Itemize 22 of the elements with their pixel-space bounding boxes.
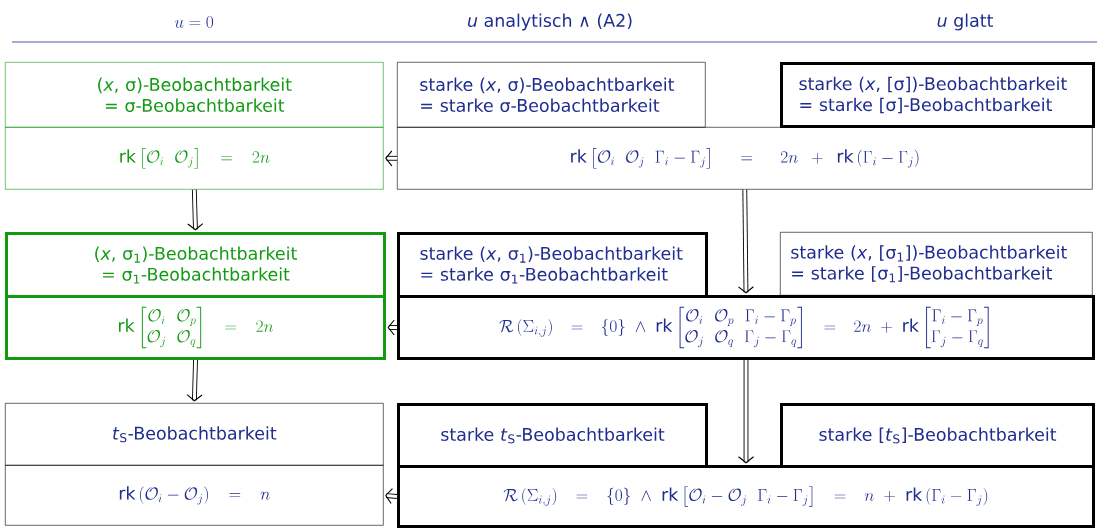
column-heading: u glatt (937, 13, 994, 31)
property-box: t$_{S}$-Beobachtbarkeit (5, 403, 384, 466)
property-box: starke (x, [σ])-Beobachtbarkeit = starke [σ]-Beobachtbarkeit (780, 62, 1095, 128)
property-box: starke (x, σ)-Beobachtbarkeit = starke σ-Beobachtbarkeit (397, 62, 706, 128)
column-heading: u analytisch ∧ (A2) (468, 13, 632, 31)
condition-box: $\mathrm{rk}\begin{bmatrix}\mathcal{O}_i & \mathcal{O}_p\\ \mathcal{O}_j & \mathcal{O}_q\end{bmatrix} = 2n$ (5, 295, 386, 360)
condition-box: $\mathrm{rk}\left(\mathcal{O}_i-\mathcal{O}_j\right) = n$ (5, 465, 384, 526)
property-box: starke [t$_{S}$]-Beobachtbarkeit (780, 403, 1095, 468)
implication-arrow (186, 359, 203, 402)
condition-box: $\mathcal{R}\left(\Sigma_{i,j}\right) = \{0\} \wedge \mathrm{rk}\begin{bmatrix}\mathcal{O}_i & \mathcal{O}_p & \Gamma_i-\Gamma_p\\ \mathcal{O}_j & \mathcal{O}_q & \Gamma_j-\Gamma_q\end{bmatrix} = 2n + \mathrm{rk}\begin{bmatrix}\Gamma_i-\Gamma_p\\ \Gamma_j-\Gamma_q\end{bmatrix}$ (397, 295, 1095, 360)
property-box: starke (x, [σ$_{1}$])-Beobachtbarkeit = starke [σ$_{1}$]-Beobachtbarkeit (780, 232, 1093, 296)
property-box: starke t$_{S}$-Beobachtbarkeit (397, 403, 708, 468)
property-box: starke (x, σ$_{1}$)-Beobachtbarkeit = starke σ$_{1}$-Beobachtbarkeit (397, 232, 708, 298)
condition-box: $\mathrm{rk}\begin{bmatrix}\mathcal{O}_i & \mathcal{O}_j\end{bmatrix} = 2n$ (5, 127, 384, 190)
condition-box: $\mathcal{R}\left(\Sigma_{i,j}\right) = \{0\} \wedge \mathrm{rk}\begin{bmatrix}\mathcal{O}_i-\mathcal{O}_j & \Gamma_i-\Gamma_j\end{bmatrix} = n + \mathrm{rk}\left(\Gamma_i-\Gamma_j\right)$ (397, 465, 1095, 528)
implication-arrow (187, 189, 204, 231)
column-heading: $u = 0$ (174, 16, 214, 28)
property-box: (x, σ)-Beobachtbarkeit = σ-Beobachtbarkeit (5, 62, 384, 128)
implication-arrow (737, 189, 754, 294)
condition-box: $\mathrm{rk}\begin{bmatrix}\mathcal{O}_i & \mathcal{O}_j & \Gamma_i-\Gamma_j\end{bmatrix} = 2n + \mathrm{rk}\left(\Gamma_i-\Gamma_j\right)$ (397, 127, 1093, 190)
implication-arrow (737, 360, 755, 464)
property-box: (x, σ$_{1}$)-Beobachtbarkeit = σ$_{1}$-Beobachtbarkeit (5, 232, 386, 298)
